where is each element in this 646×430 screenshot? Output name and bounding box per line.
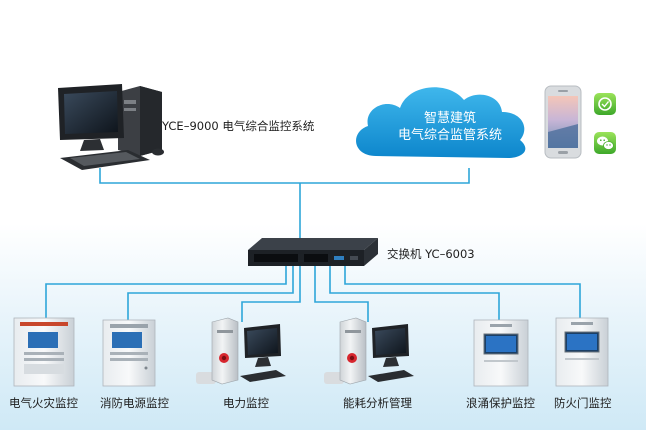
fire-door-panel-icon xyxy=(555,317,609,387)
cloud-title-line2: 电气综合监管系统 xyxy=(397,128,502,143)
app-icon xyxy=(594,93,616,115)
cloud-title-line1: 智慧建筑 xyxy=(423,111,476,126)
switch-label: 交换机 YC–6003 xyxy=(387,247,475,261)
fire-alarm-cabinet-icon xyxy=(13,317,75,387)
device-label-fire-door: 防火门监控 xyxy=(554,396,612,410)
fire-power-cabinet-icon xyxy=(102,319,156,387)
surge-protection-panel-icon xyxy=(473,319,529,387)
device-label-fire-power: 消防电源监控 xyxy=(100,396,169,410)
network-switch-icon xyxy=(248,238,378,266)
energy-management-workstation-icon xyxy=(324,317,414,385)
device-label-power-monitor: 电力监控 xyxy=(223,396,269,410)
device-label-energy: 能耗分析管理 xyxy=(343,396,412,410)
power-monitor-workstation-icon xyxy=(196,317,286,385)
connection-lines xyxy=(45,168,581,322)
line-fire-power xyxy=(127,266,294,320)
cloud-icon xyxy=(356,87,526,158)
device-label-fire-alarm: 电气火灾监控 xyxy=(9,396,78,410)
server-system-label: YCE–9000 电气综合监控系统 xyxy=(162,119,315,133)
wechat-icon xyxy=(594,132,616,154)
smartphone-icon xyxy=(544,85,582,159)
line-fire-alarm xyxy=(45,266,287,318)
desktop-computer-icon xyxy=(58,84,164,170)
line-power-monitor xyxy=(241,266,301,322)
line-surge xyxy=(329,266,500,320)
device-label-surge: 浪涌保护监控 xyxy=(466,396,535,410)
line-fire-door xyxy=(344,266,581,318)
line-server xyxy=(99,168,470,184)
line-energy xyxy=(314,266,369,322)
